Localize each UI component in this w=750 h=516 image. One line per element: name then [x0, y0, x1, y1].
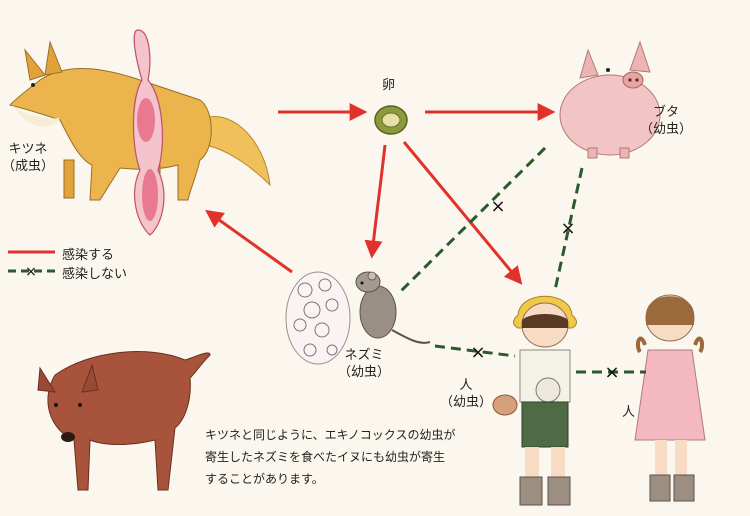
- egg-illustration: [374, 105, 408, 135]
- human-label-block: 人 （幼虫）: [440, 378, 492, 412]
- adult-tapeworm-illustration: [132, 29, 165, 236]
- human-girl-label: 人: [622, 405, 636, 420]
- dashed-pig-to-human: [553, 167, 584, 291]
- rat-illustration: [355, 271, 431, 344]
- rat-label-block: ネズミ （幼虫）: [338, 348, 390, 382]
- human-label: 人: [459, 378, 473, 393]
- legend-infect-label: 感染する: [62, 248, 115, 263]
- arrow-egg-to-human: [402, 141, 523, 285]
- dashed-pig-to-rat: [398, 146, 547, 294]
- dashed-rat-to-human: [434, 344, 516, 358]
- rat-label: ネズミ: [344, 348, 384, 363]
- pig-label-block: ブタ （幼虫）: [640, 105, 692, 139]
- arrow-rat-to-fox: [205, 209, 293, 274]
- cross-mark-rat-human: ×: [470, 342, 485, 363]
- larval-cyst-cluster-illustration: [285, 271, 351, 365]
- rat-stage-label: （幼虫）: [338, 364, 391, 380]
- dog-note-line-3: することがあります。: [205, 472, 324, 486]
- legend-symbols: ×: [8, 250, 55, 280]
- cross-mark-pig-rat: ×: [490, 196, 505, 217]
- fox-label-block: キツネ （成虫）: [2, 142, 54, 176]
- arrow-egg-to-rat: [364, 144, 387, 259]
- cross-mark-human-human: ×: [604, 362, 619, 383]
- cross-mark-pig-human: ×: [560, 218, 575, 239]
- egg-label: 卵: [382, 78, 396, 93]
- human-boy-illustration: [492, 295, 577, 506]
- pig-label: ブタ: [653, 105, 680, 120]
- fox-label: キツネ: [8, 142, 48, 157]
- pig-stage-label: （幼虫）: [640, 121, 693, 137]
- fox-stage-label: （成虫）: [2, 158, 55, 174]
- human-stage-label: （幼虫）: [440, 394, 493, 410]
- dog-note-line-1: キツネと同じように、エキノコックスの幼虫が: [205, 428, 456, 442]
- dog-illustration: [37, 351, 211, 491]
- non-infection-lines: × × × ×: [398, 146, 646, 383]
- legend-cross-mark: ×: [25, 264, 37, 280]
- infection-arrows: [205, 103, 556, 285]
- pig-illustration: [559, 40, 661, 159]
- human-girl-illustration: [634, 294, 706, 502]
- dog-note: キツネと同じように、エキノコックスの幼虫が 寄生したネズミを食べたイヌにも幼虫が…: [205, 424, 455, 490]
- legend-no-infect-label: 感染しない: [62, 267, 128, 282]
- dog-note-line-2: 寄生したネズミを食べたイヌにも幼虫が寄生: [205, 450, 446, 464]
